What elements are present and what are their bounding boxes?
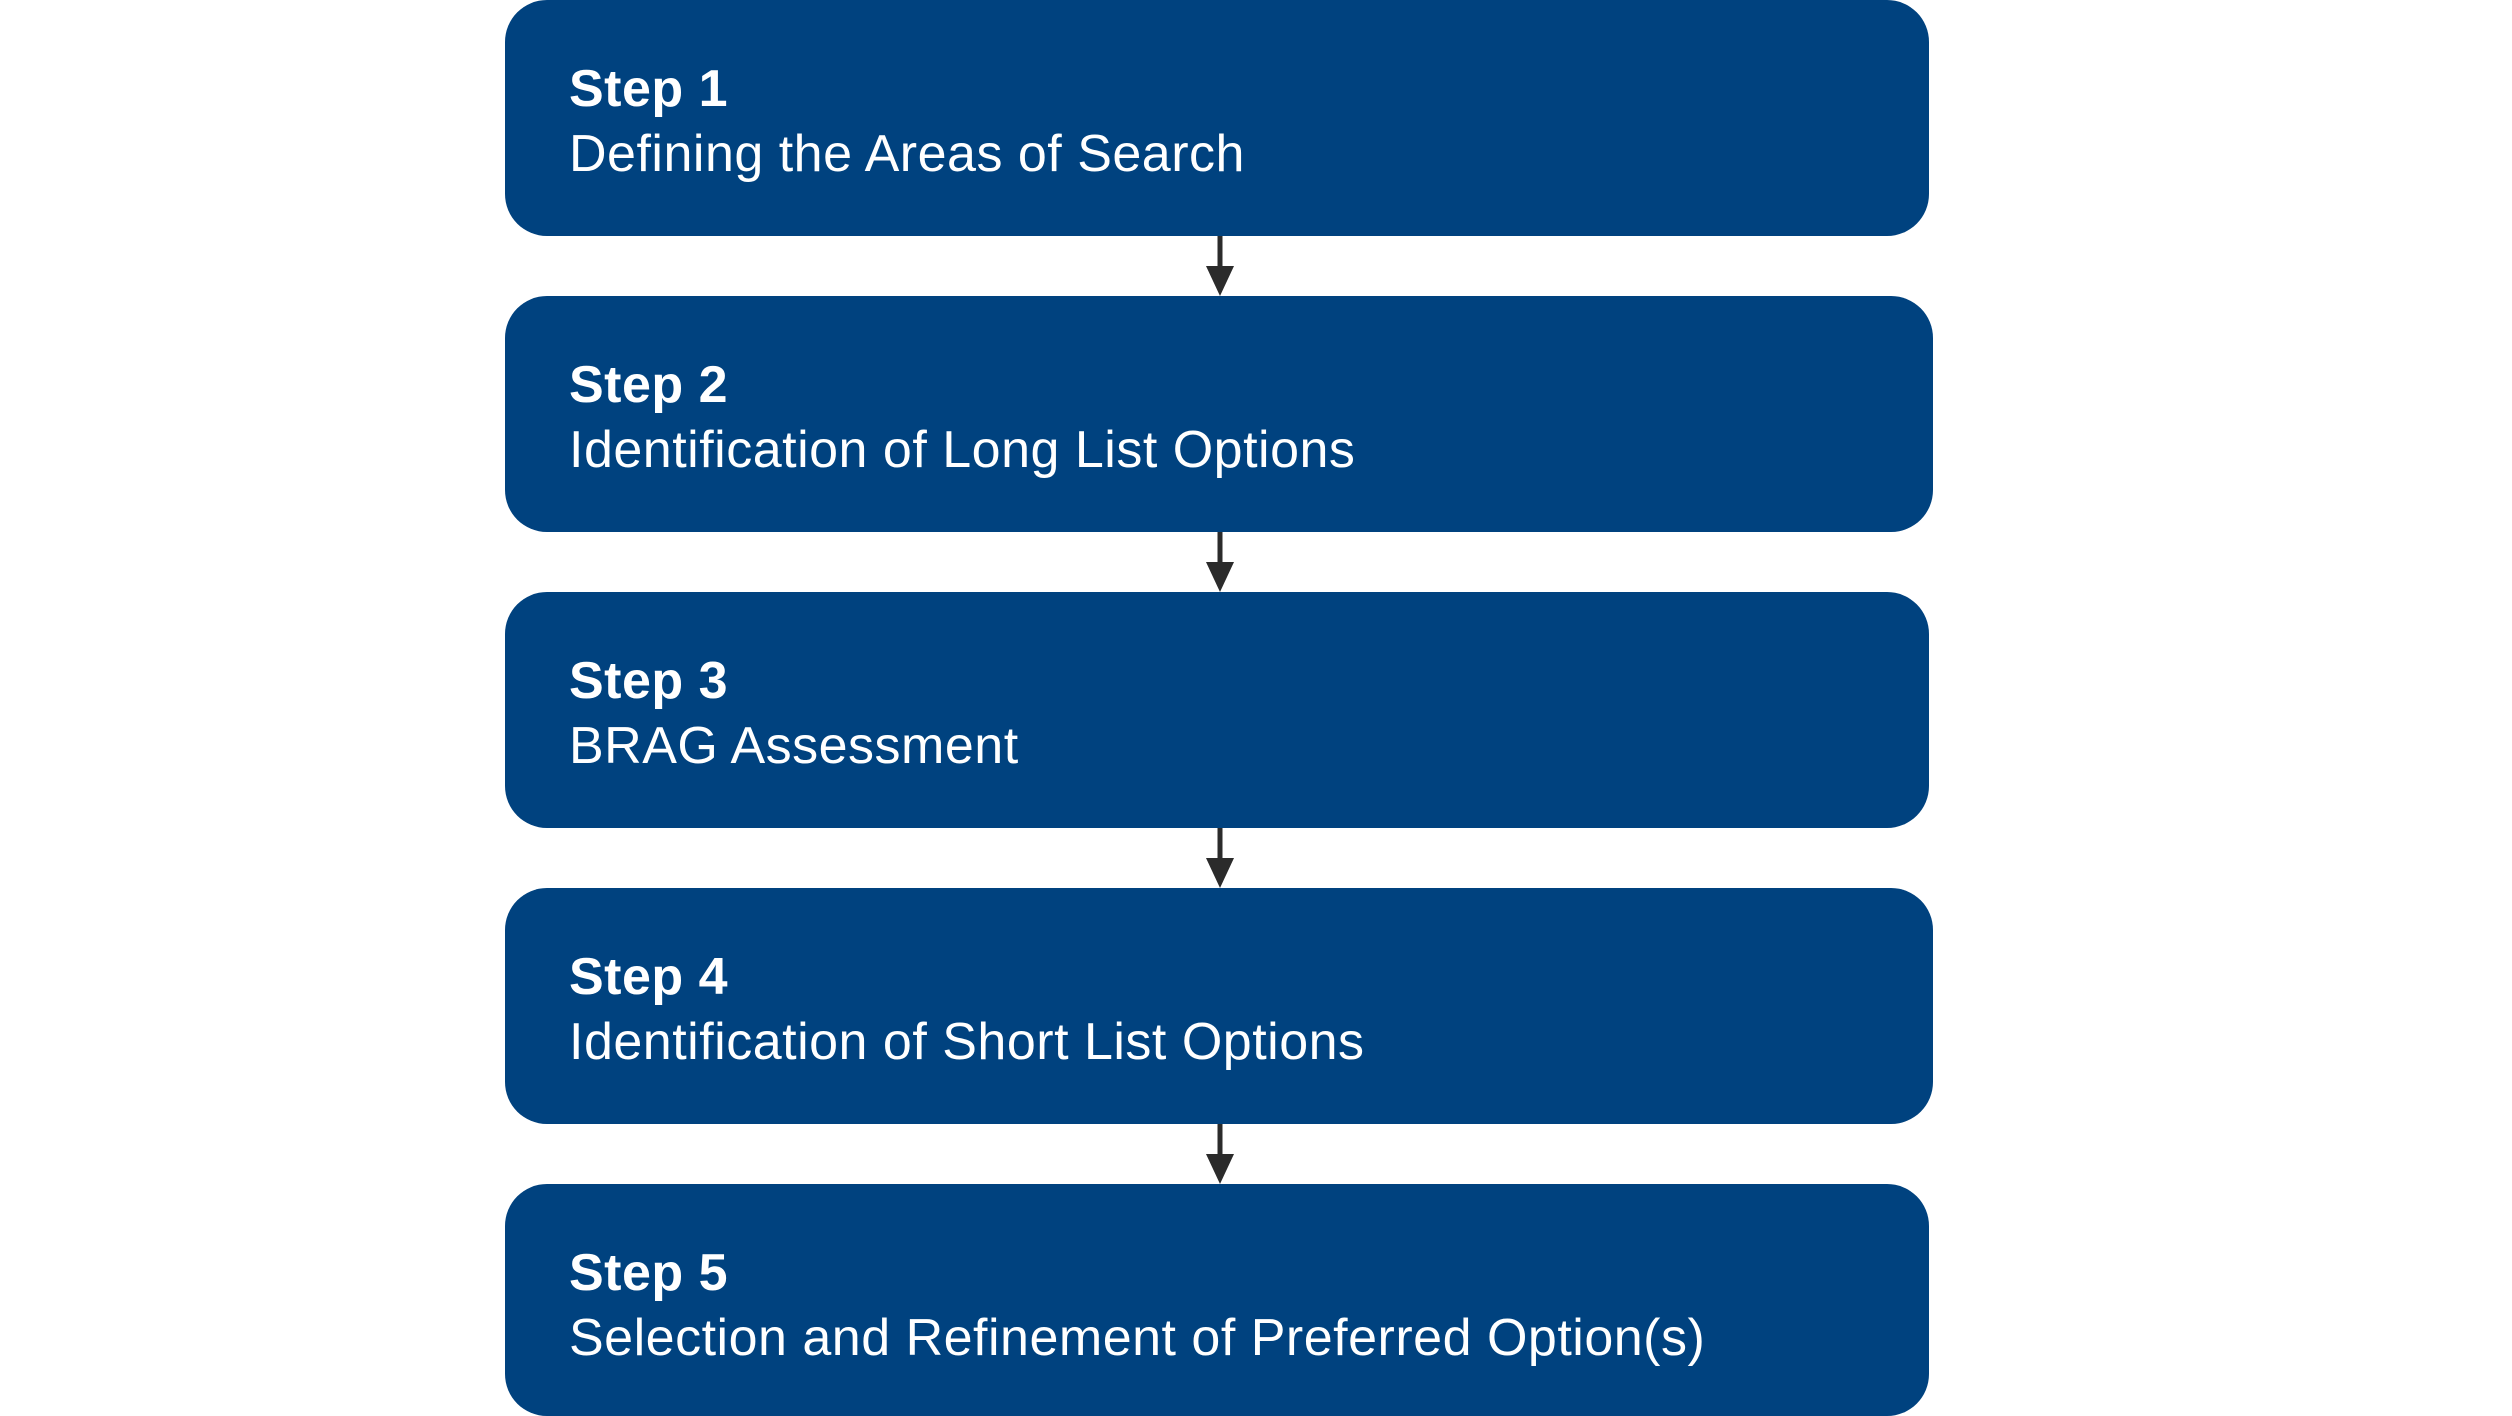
step-5-title: Step 5 xyxy=(569,1244,729,1302)
step-4-description: Identification of Short List Options xyxy=(569,1013,1365,1071)
arrow-down-icon xyxy=(1206,1124,1234,1184)
step-2-description: Identification of Long List Options xyxy=(569,421,1356,479)
step-3-description: BRAG Assessment xyxy=(569,717,1019,775)
step-2-title: Step 2 xyxy=(569,356,729,414)
arrow-down-icon xyxy=(1206,828,1234,888)
step-1-title: Step 1 xyxy=(569,60,729,118)
step-5-description: Selection and Refinement of Preferred Op… xyxy=(569,1309,1706,1367)
step-3-title: Step 3 xyxy=(569,652,729,710)
step-4-box: Step 4 Identification of Short List Opti… xyxy=(505,888,1933,1124)
step-3-box: Step 3 BRAG Assessment xyxy=(505,592,1929,828)
step-1-box: Step 1 Defining the Areas of Search xyxy=(505,0,1929,236)
step-2-box: Step 2 Identification of Long List Optio… xyxy=(505,296,1933,532)
step-5-box: Step 5 Selection and Refinement of Prefe… xyxy=(505,1184,1929,1416)
arrow-down-icon xyxy=(1206,236,1234,296)
step-1-description: Defining the Areas of Search xyxy=(569,125,1245,183)
step-4-title: Step 4 xyxy=(569,948,729,1006)
arrow-down-icon xyxy=(1206,532,1234,592)
